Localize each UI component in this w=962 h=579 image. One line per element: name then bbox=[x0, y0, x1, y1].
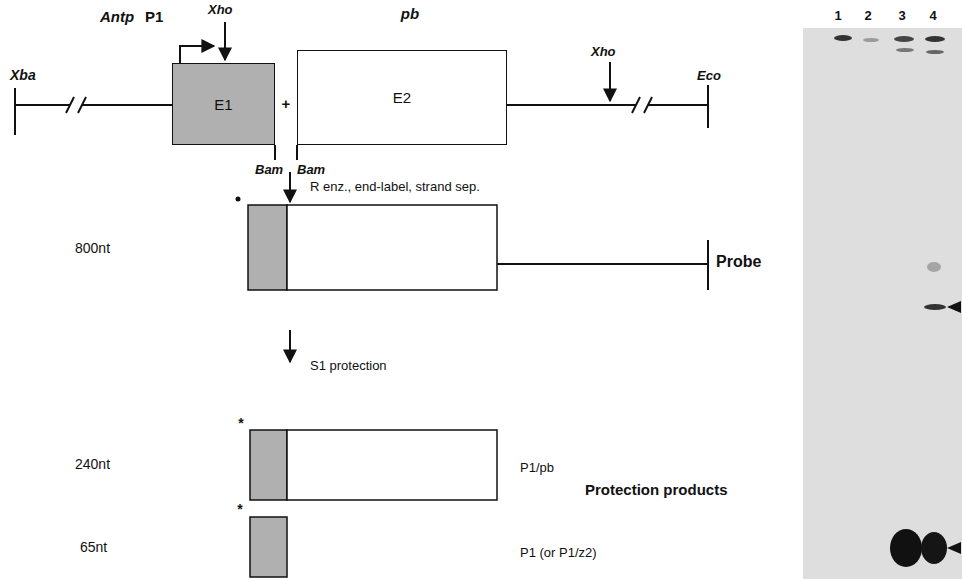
step-text: S1 protection bbox=[310, 359, 387, 373]
gel-band bbox=[834, 35, 852, 41]
gel-band bbox=[921, 532, 947, 564]
length-label: 65nt bbox=[80, 540, 107, 555]
gel-band bbox=[863, 38, 879, 42]
exon1-segment bbox=[250, 430, 287, 500]
label-dot bbox=[236, 197, 241, 202]
break-mark bbox=[78, 97, 86, 113]
exon1-segment bbox=[248, 205, 287, 290]
gel-shade bbox=[803, 28, 962, 579]
gel-image bbox=[803, 28, 962, 579]
site-tick bbox=[296, 145, 298, 160]
exon-label: E2 bbox=[393, 89, 411, 106]
promoter-arrow bbox=[180, 46, 214, 63]
map-line bbox=[82, 104, 172, 106]
label-mark: * bbox=[238, 416, 243, 431]
gel-band bbox=[925, 36, 945, 42]
site-name: Xba bbox=[10, 68, 36, 83]
lane-number: 3 bbox=[898, 9, 905, 23]
break-mark bbox=[632, 97, 640, 113]
probe-end bbox=[707, 240, 709, 290]
gene-name: pb bbox=[401, 6, 419, 23]
band-pointer bbox=[947, 301, 961, 313]
gel-band bbox=[896, 48, 914, 52]
band-pointer bbox=[947, 542, 961, 554]
site-tick bbox=[274, 145, 276, 160]
exon-label: E1 bbox=[214, 96, 232, 113]
map-line bbox=[15, 104, 70, 106]
site-name: Xho bbox=[208, 3, 233, 17]
lane-number: 1 bbox=[834, 9, 841, 23]
probe-line bbox=[497, 263, 708, 265]
step-arrow bbox=[289, 172, 291, 202]
gel-band bbox=[926, 50, 944, 54]
exon-box: E1 bbox=[172, 63, 275, 145]
length-label: 800nt bbox=[75, 241, 110, 256]
step-text: R enz., end-label, strand sep. bbox=[310, 180, 480, 194]
site-tick bbox=[707, 85, 709, 128]
gel-band bbox=[890, 529, 922, 567]
map-line bbox=[507, 104, 636, 106]
section-label: Protection products bbox=[585, 482, 728, 499]
map-line bbox=[648, 104, 708, 106]
lane-number: 4 bbox=[929, 9, 936, 23]
exon-box: E2 bbox=[297, 50, 507, 145]
site-name: Bam bbox=[297, 163, 325, 177]
gel-band bbox=[894, 36, 914, 42]
gel-band bbox=[927, 262, 941, 272]
step-arrow bbox=[289, 330, 291, 362]
site-arrow bbox=[224, 22, 226, 60]
plus-sign: + bbox=[282, 96, 291, 113]
promoter-name: P1 bbox=[145, 9, 163, 26]
exon2-segment bbox=[287, 430, 497, 500]
exon2-segment bbox=[287, 205, 497, 290]
site-name: Xho bbox=[591, 45, 616, 59]
length-label: 240nt bbox=[75, 457, 110, 472]
break-mark bbox=[66, 97, 74, 113]
exon1-segment bbox=[250, 517, 287, 577]
site-name: Eco bbox=[697, 69, 721, 83]
probe-label: Probe bbox=[716, 253, 761, 271]
product-label: P1/pb bbox=[520, 461, 554, 475]
gel-band bbox=[924, 304, 946, 310]
gene-name: Antp bbox=[100, 9, 134, 26]
lane-number: 2 bbox=[864, 9, 871, 23]
label-mark: * bbox=[237, 502, 242, 517]
site-name: Bam bbox=[255, 163, 283, 177]
site-tick bbox=[14, 88, 16, 135]
site-arrow bbox=[609, 62, 611, 101]
break-mark bbox=[644, 97, 652, 113]
product-label: P1 (or P1/z2) bbox=[520, 546, 597, 560]
gel bbox=[803, 28, 962, 579]
